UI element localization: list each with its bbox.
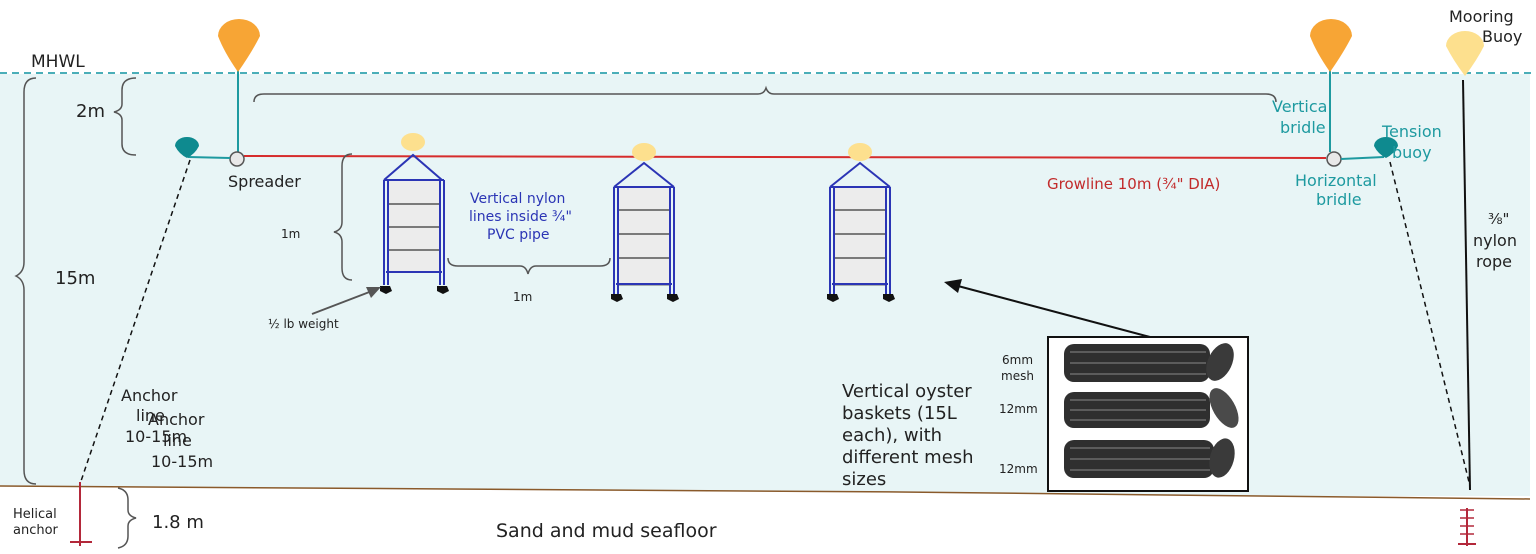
tension-buoy-label-2: buoy	[1392, 143, 1432, 162]
oyster-baskets-label-2: baskets (15L	[842, 403, 957, 424]
mesh-6mm-label-1: 6mm	[1002, 353, 1033, 367]
mooring-buoy-label-1: Mooring	[1449, 7, 1514, 26]
nylon-rope	[1462, 79, 1471, 491]
mesh-6mm-label-2: mesh	[1001, 369, 1034, 383]
brace-15m	[14, 77, 37, 485]
mooring-buoy-icon	[1446, 31, 1484, 76]
seafloor-label: Sand and mud seafloor	[496, 520, 717, 542]
oyster-basket-3	[827, 143, 895, 302]
brace-growline-length	[253, 85, 1277, 103]
brace-1-8m	[117, 487, 137, 549]
right-spreader-ring	[1326, 151, 1342, 167]
anchor-line-label-a-3: 10-15m	[125, 427, 187, 446]
right-helical-anchor-icon	[1458, 508, 1476, 546]
anchor-line-label-b-1: Anchor	[148, 410, 205, 429]
brace-basket-spacing	[447, 257, 611, 275]
brace-2m	[113, 77, 137, 156]
weight-pointer-arrowhead	[366, 287, 381, 298]
mooring-buoy-label-2: Buoy	[1482, 27, 1522, 46]
spreader-label: Spreader	[228, 172, 301, 191]
oyster-baskets-label-3: each), with	[842, 425, 942, 446]
photo-pointer-arrowhead	[944, 279, 962, 293]
seafloor-area	[0, 486, 1530, 554]
left-horizontal-bridle	[187, 156, 231, 159]
nylon-rope-label-3: rope	[1476, 252, 1512, 271]
depth-2m-label: 2m	[76, 101, 105, 122]
right-anchor-line	[1389, 161, 1471, 487]
anchor-line-label-a-1: Anchor	[121, 386, 178, 405]
nylon-lines-label-3: PVC pipe	[487, 227, 550, 243]
right-surface-buoy-icon	[1309, 18, 1353, 73]
growline-label: Growline 10m (¾" DIA)	[1047, 175, 1220, 193]
nylon-lines-label-2: lines inside ¾"	[469, 209, 572, 225]
anchor-line-label-b-3: 10-15m	[151, 452, 213, 471]
photo-pointer-arrow	[957, 285, 1151, 338]
oyster-basket-2	[611, 143, 679, 302]
seafloor-line	[0, 485, 1531, 500]
anchor-line-label-a-2: line	[136, 406, 165, 425]
helical-anchor-label-1: Helical	[13, 507, 57, 522]
left-anchor-line	[79, 159, 191, 485]
mesh-12mm-label-a: 12mm	[999, 402, 1038, 416]
vertical-bridle-label-1: Vertical	[1272, 97, 1332, 116]
left-tension-buoy-icon	[175, 137, 199, 158]
oyster-baskets-label-5: sizes	[842, 469, 886, 490]
basket-photo	[1047, 336, 1249, 492]
helical-anchor-label-2: anchor	[13, 523, 59, 538]
mhwl-label: MHWL	[31, 52, 85, 72]
weight-label: ½ lb weight	[268, 317, 339, 331]
nylon-rope-label-1: ⅜"	[1488, 210, 1509, 228]
mesh-12mm-label-b: 12mm	[999, 462, 1038, 476]
horizontal-bridle-label-1: Horizontal	[1295, 171, 1377, 190]
nylon-rope-label-2: nylon	[1473, 231, 1517, 250]
oyster-basket-1	[380, 133, 449, 294]
water-body	[0, 74, 1530, 496]
left-spreader-ring	[229, 151, 245, 167]
left-surface-buoy-icon	[218, 19, 260, 72]
growline	[243, 155, 1327, 159]
horizontal-bridle-label-2: bridle	[1316, 190, 1362, 209]
right-tension-buoy-icon	[1374, 137, 1398, 158]
left-helical-anchor-icon	[70, 482, 92, 546]
basket-height-label: 1m	[281, 227, 300, 241]
vertical-bridle-label-2: bridle	[1280, 118, 1326, 137]
anchor-line-label-b-2: line	[163, 431, 192, 450]
oyster-baskets-label-1: Vertical oyster	[842, 381, 972, 402]
weight-pointer-arrow	[311, 290, 373, 315]
right-horizontal-bridle	[1340, 156, 1385, 160]
brace-basket-height	[333, 153, 353, 281]
nylon-lines-label-1: Vertical nylon	[470, 191, 565, 207]
basket-spacing-label: 1m	[513, 290, 532, 304]
oyster-baskets-label-4: different mesh	[842, 447, 974, 468]
depth-1-8m-label: 1.8 m	[152, 512, 204, 533]
tension-buoy-label-1: Tension	[1381, 122, 1442, 141]
depth-15m-label: 15m	[55, 268, 95, 289]
